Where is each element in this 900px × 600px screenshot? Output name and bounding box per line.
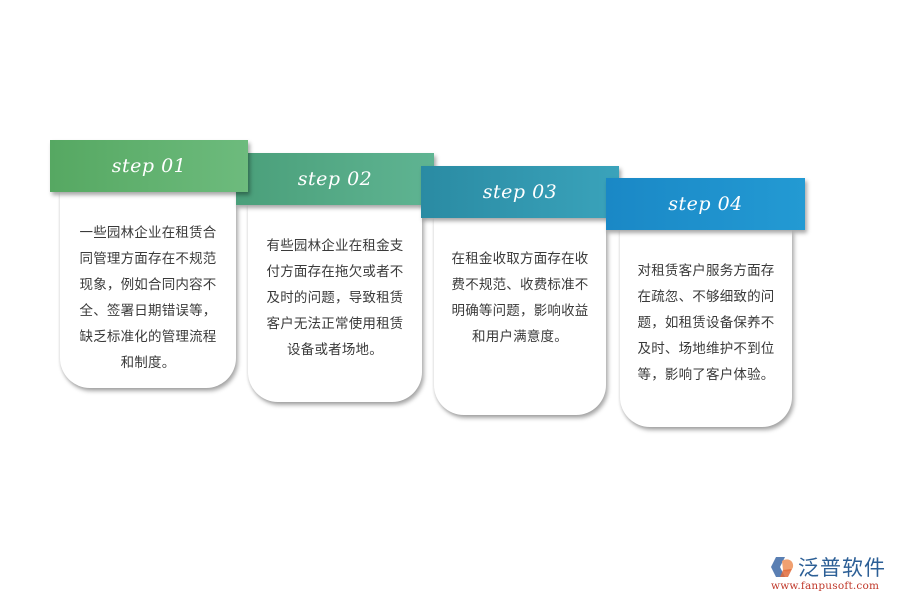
step-3-card: 在租金收取方面存在收费不规范、收费标准不明确等问题，影响收益和用户满意度。 [434,218,606,415]
logo-brand-name: 泛普软件 [798,556,886,580]
fanpu-logo: 泛普软件 www.fanpusoft.com [768,552,894,594]
step-4-header: step 04 [606,178,805,230]
step-3-description: 在租金收取方面存在收费不规范、收费标准不明确等问题，影响收益和用户满意度。 [451,251,589,345]
step-4-label: step 04 [668,193,743,215]
step-1-description: 一些园林企业在租赁合同管理方面存在不规范现象，例如合同内容不全、签署日期错误等，… [79,225,217,371]
logo-mark-icon [771,557,794,577]
step-3-label: step 03 [482,181,558,203]
step-2-label: step 02 [297,168,373,190]
step-2-card: 有些园林企业在租金支付方面存在拖欠或者不及时的问题，导致租赁客户无法正常使用租赁… [248,205,422,402]
step-2-description: 有些园林企业在租金支付方面存在拖欠或者不及时的问题，导致租赁客户无法正常使用租赁… [266,238,404,358]
step-4-card: 对租赁客户服务方面存在疏忽、不够细致的问题，如租赁设备保养不及时、场地维护不到位… [620,230,792,427]
logo-url: www.fanpusoft.com [771,580,880,592]
step-1-card: 一些园林企业在租赁合同管理方面存在不规范现象，例如合同内容不全、签署日期错误等，… [60,192,236,388]
step-2-header: step 02 [236,153,434,205]
step-1-header: step 01 [50,140,248,192]
step-4-description: 对租赁客户服务方面存在疏忽、不够细致的问题，如租赁设备保养不及时、场地维护不到位… [637,263,775,383]
step-1-label: step 01 [111,155,187,177]
step-3-header: step 03 [421,166,619,218]
